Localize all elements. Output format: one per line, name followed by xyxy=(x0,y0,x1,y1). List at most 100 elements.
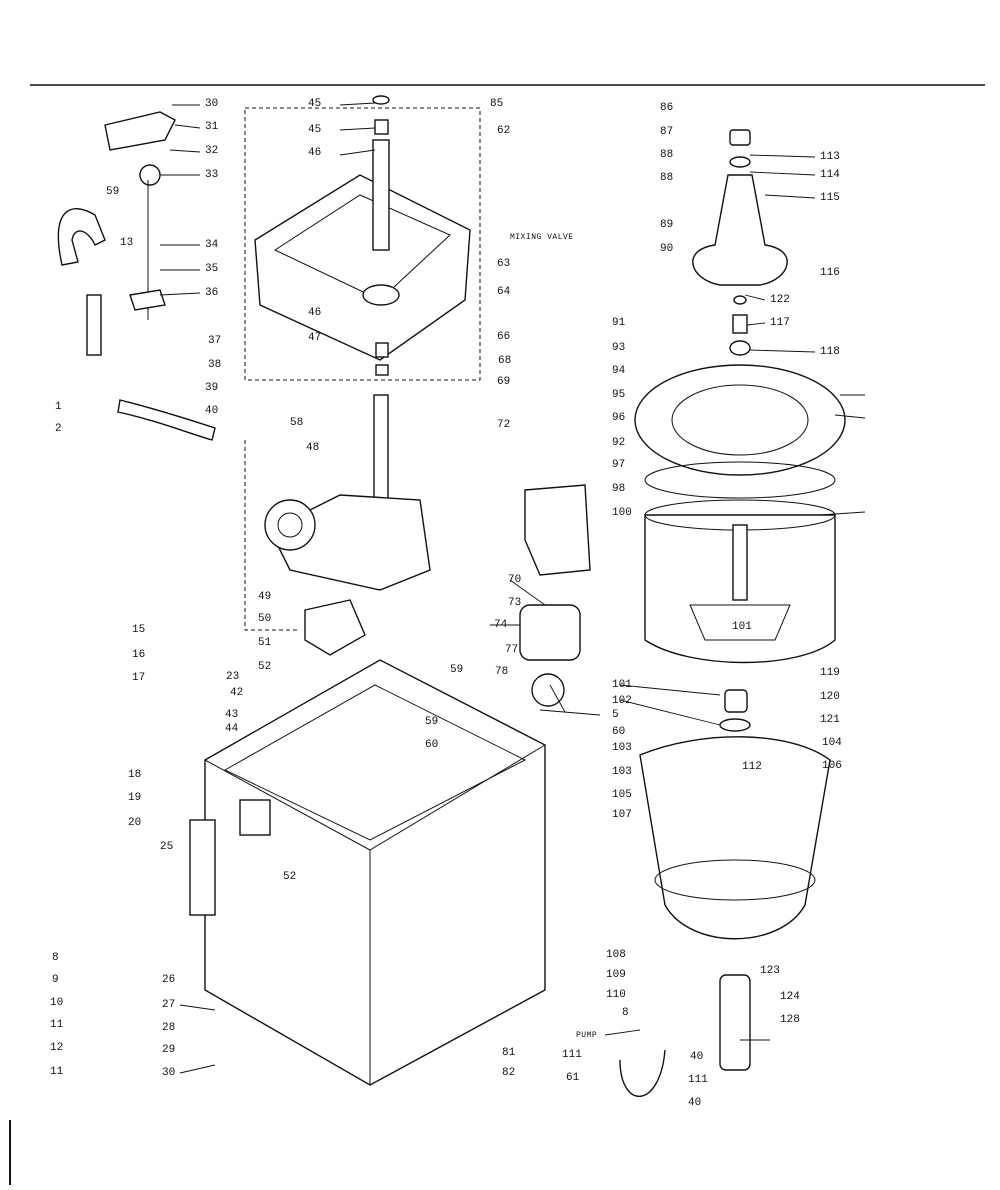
callout-8b: 8 xyxy=(622,1007,629,1019)
callout-59b: 60 xyxy=(612,726,626,738)
callout-41: 42 xyxy=(230,687,244,699)
callout-61: 61 xyxy=(566,1072,580,1084)
callout-38: 38 xyxy=(208,359,222,371)
callout-85: 88 xyxy=(660,172,674,184)
callout-33: 33 xyxy=(205,169,219,181)
callout-9: 9 xyxy=(52,974,59,986)
callout-56: 59 xyxy=(450,664,464,676)
callout-116: 119 xyxy=(820,667,840,679)
callout-100: 103 xyxy=(612,742,632,754)
callout-60: 60 xyxy=(425,739,439,751)
callout-105: 109 xyxy=(606,969,626,981)
callout-84: 88 xyxy=(660,149,674,161)
callout-94: 98 xyxy=(612,483,626,495)
tub-ring-and-basket xyxy=(634,364,846,664)
callout-1: 1 xyxy=(55,401,62,413)
callout-101b: 104 xyxy=(822,737,842,749)
callout-119: 122 xyxy=(770,294,790,306)
callout-18: 18 xyxy=(128,769,142,781)
callout-58: 59 xyxy=(106,186,120,198)
callout-35: 35 xyxy=(205,263,219,275)
callout-81a: 85 xyxy=(490,98,504,110)
callout-36: 36 xyxy=(205,287,219,299)
callout-109: 112 xyxy=(742,761,762,773)
callout-20: 20 xyxy=(128,817,142,829)
agitator-plate xyxy=(254,95,471,376)
callout-10: 10 xyxy=(50,997,64,1009)
callout-44: 45 xyxy=(308,98,322,110)
callout-26: 27 xyxy=(162,999,176,1011)
callout-83a: 87 xyxy=(660,126,674,138)
callout-13: 13 xyxy=(120,237,134,249)
callout-42: 43 xyxy=(225,709,239,721)
callout-52: 52 xyxy=(283,871,297,883)
callout-64: 64 xyxy=(497,286,511,298)
callout-120: 123 xyxy=(760,965,780,977)
agitator xyxy=(692,129,788,356)
callout-89: 93 xyxy=(612,342,626,354)
callout-108: 111 xyxy=(688,1074,708,1086)
callout-62: 62 xyxy=(497,125,511,137)
callout-23a: 23 xyxy=(226,671,240,683)
callout-30: 30 xyxy=(205,98,219,110)
callout-78: 82 xyxy=(502,1067,516,1079)
callout-11b: 11 xyxy=(50,1066,64,1078)
callout-23b: 25 xyxy=(160,841,174,853)
callout-31: 31 xyxy=(205,121,219,133)
callout-27: 28 xyxy=(162,1022,176,1034)
callout-47: 48 xyxy=(306,442,320,454)
callout-121: 124 xyxy=(780,991,800,1003)
callout-49: 50 xyxy=(258,613,272,625)
callout-87: 90 xyxy=(660,243,674,255)
callout-110: 113 xyxy=(820,151,840,163)
callout-103b: 107 xyxy=(612,809,632,821)
callout-29: 30 xyxy=(162,1067,176,1079)
callout-45b: 46 xyxy=(308,307,322,319)
mixing-valve-note: MIXING VALVE xyxy=(510,233,574,242)
callout-50: 51 xyxy=(258,637,272,649)
callout-77: 81 xyxy=(502,1047,516,1059)
callout-122: 128 xyxy=(780,1014,800,1026)
callout-46b: 47 xyxy=(308,332,322,344)
callout-73: 77 xyxy=(505,644,519,656)
callout-88a: 91 xyxy=(612,317,626,329)
callout-96: 101 xyxy=(732,621,752,633)
callout-68: 69 xyxy=(497,376,511,388)
callout-104: 108 xyxy=(606,949,626,961)
callout-71: 73 xyxy=(508,597,522,609)
callout-82: 86 xyxy=(660,102,674,114)
callout-17: 17 xyxy=(132,672,146,684)
callout-117: 120 xyxy=(820,691,840,703)
callout-95: 100 xyxy=(612,507,632,519)
cabinet xyxy=(204,659,546,1086)
callout-40b: 40 xyxy=(690,1051,704,1063)
callout-16: 16 xyxy=(132,649,146,661)
callout-88b: 92 xyxy=(612,437,626,449)
callout-11a: 11 xyxy=(50,1019,64,1031)
callout-12: 12 xyxy=(50,1042,64,1054)
leader-lines xyxy=(159,102,866,1074)
callout-57: 58 xyxy=(290,417,304,429)
callout-111: 114 xyxy=(820,169,840,181)
outer-tub xyxy=(619,689,831,1097)
callout-92: 96 xyxy=(612,412,626,424)
callout-5: 5 xyxy=(612,709,619,721)
callout-72: 74 xyxy=(494,619,508,631)
callout-112: 115 xyxy=(820,192,840,204)
callout-63b: 63 xyxy=(497,258,511,270)
callout-40a: 40 xyxy=(205,405,219,417)
callout-8: 8 xyxy=(52,952,59,964)
callout-39: 39 xyxy=(205,382,219,394)
callout-59a: 59 xyxy=(425,716,439,728)
callout-34: 34 xyxy=(205,239,219,251)
callout-70: 72 xyxy=(497,419,511,431)
callout-106: 110 xyxy=(606,989,626,1001)
callout-114: 117 xyxy=(770,317,790,329)
callout-48: 49 xyxy=(258,591,272,603)
callout-113: 116 xyxy=(820,267,840,279)
callout-97: 101 xyxy=(612,679,632,691)
callout-67: 68 xyxy=(498,355,512,367)
callout-103a: 106 xyxy=(822,760,842,772)
callout-101a: 103 xyxy=(612,766,632,778)
